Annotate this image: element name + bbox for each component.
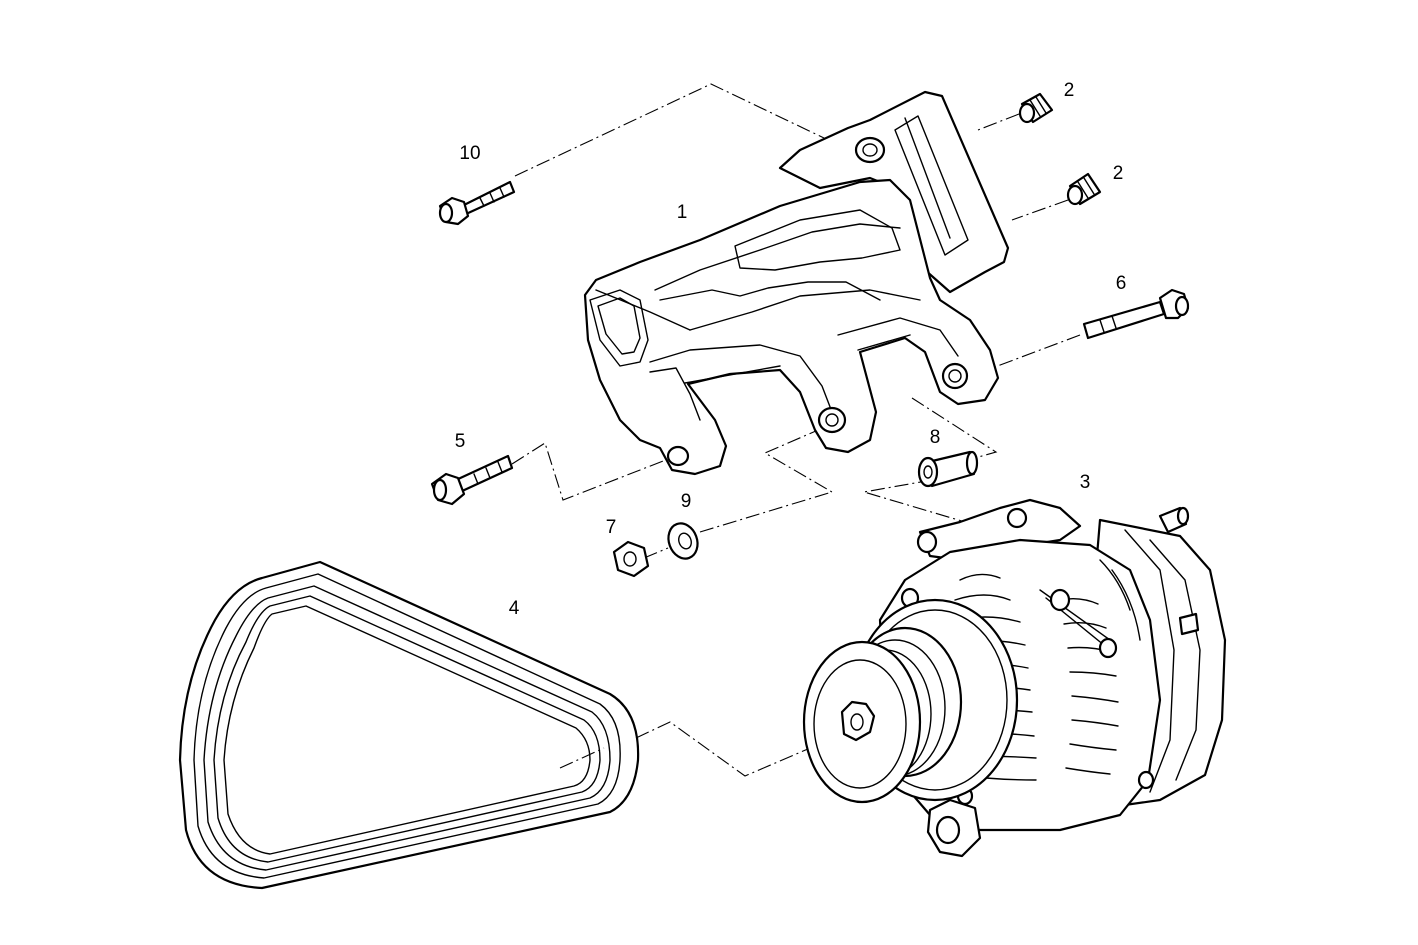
alternator [802,498,1227,858]
leader-4 [635,721,853,777]
leader-7 [643,547,669,559]
washer-9 [667,522,699,560]
callout-8: 8 [930,427,941,448]
callout-5: 5 [455,431,466,452]
leader-4b [559,747,605,769]
spacer-8 [917,450,979,488]
callout-2-upper: 2 [1064,80,1075,101]
leader-2b [1011,199,1069,221]
bolt-10 [438,180,516,226]
leader-2a [977,113,1020,131]
callout-9: 9 [681,491,692,512]
callout-10: 10 [459,143,480,164]
leader-lines [511,83,1081,777]
leader-10 [514,83,871,177]
poly-v-belt [178,560,640,890]
bushing-lower [1066,172,1102,206]
callout-7: 7 [606,517,617,538]
callout-4: 4 [509,598,520,619]
leader-5 [511,442,677,501]
callout-6: 6 [1116,273,1127,294]
callout-3: 3 [1080,472,1091,493]
leader-8 [911,397,998,459]
bushing-upper [1018,92,1054,124]
callout-1: 1 [677,202,688,223]
leader-6 [954,334,1081,383]
leader-8b [863,479,983,528]
bolt-5 [430,454,514,506]
bolt-6 [1082,288,1190,340]
callout-2-lower: 2 [1113,163,1124,184]
mounting-bracket [583,90,1010,476]
callout-labels: 1 2 2 3 4 5 6 7 8 9 10 [455,80,1127,619]
nut-7 [612,540,650,578]
leader-9 [699,423,834,533]
